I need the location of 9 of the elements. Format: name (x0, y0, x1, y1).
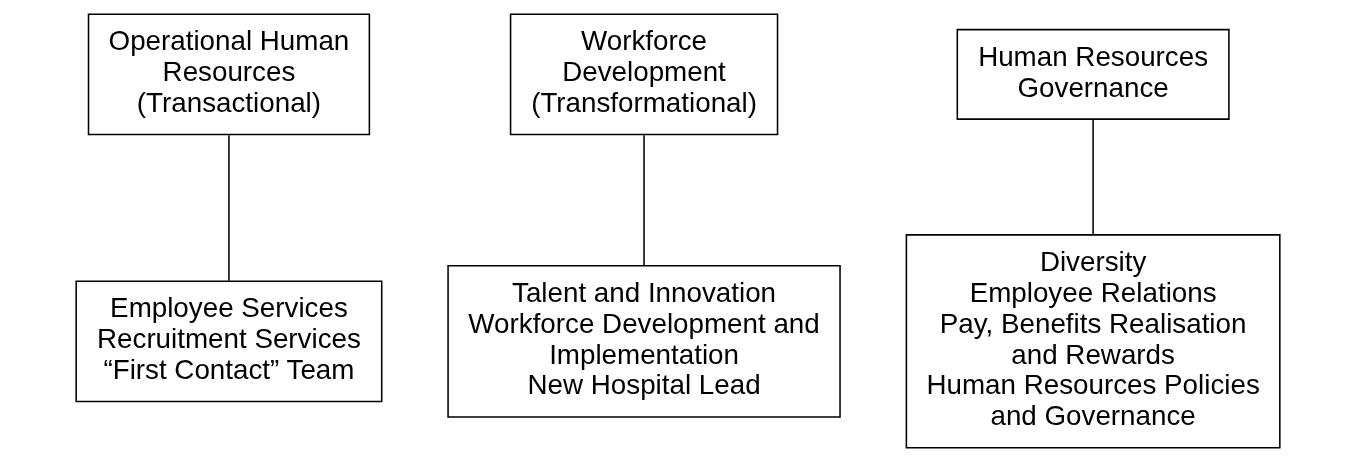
node-box: Human Resources Governance (956, 28, 1230, 120)
node-box: Workforce Development (Transformational) (509, 13, 778, 136)
node-box: Talent and Innovation Workforce Development and Implementation New Hospital Lead (446, 264, 841, 418)
connector (227, 134, 230, 282)
connector (642, 134, 645, 267)
node-box: Operational Human Resources (Transactional) (87, 13, 370, 136)
node-box: Employee Services Recruitment Services “First Contact” Team (74, 280, 382, 403)
connector (1091, 118, 1094, 236)
node-box: Diversity Employee Relations Pay, Benefits Realisation and Rewards Human Resources Policies and Governance (905, 234, 1281, 449)
